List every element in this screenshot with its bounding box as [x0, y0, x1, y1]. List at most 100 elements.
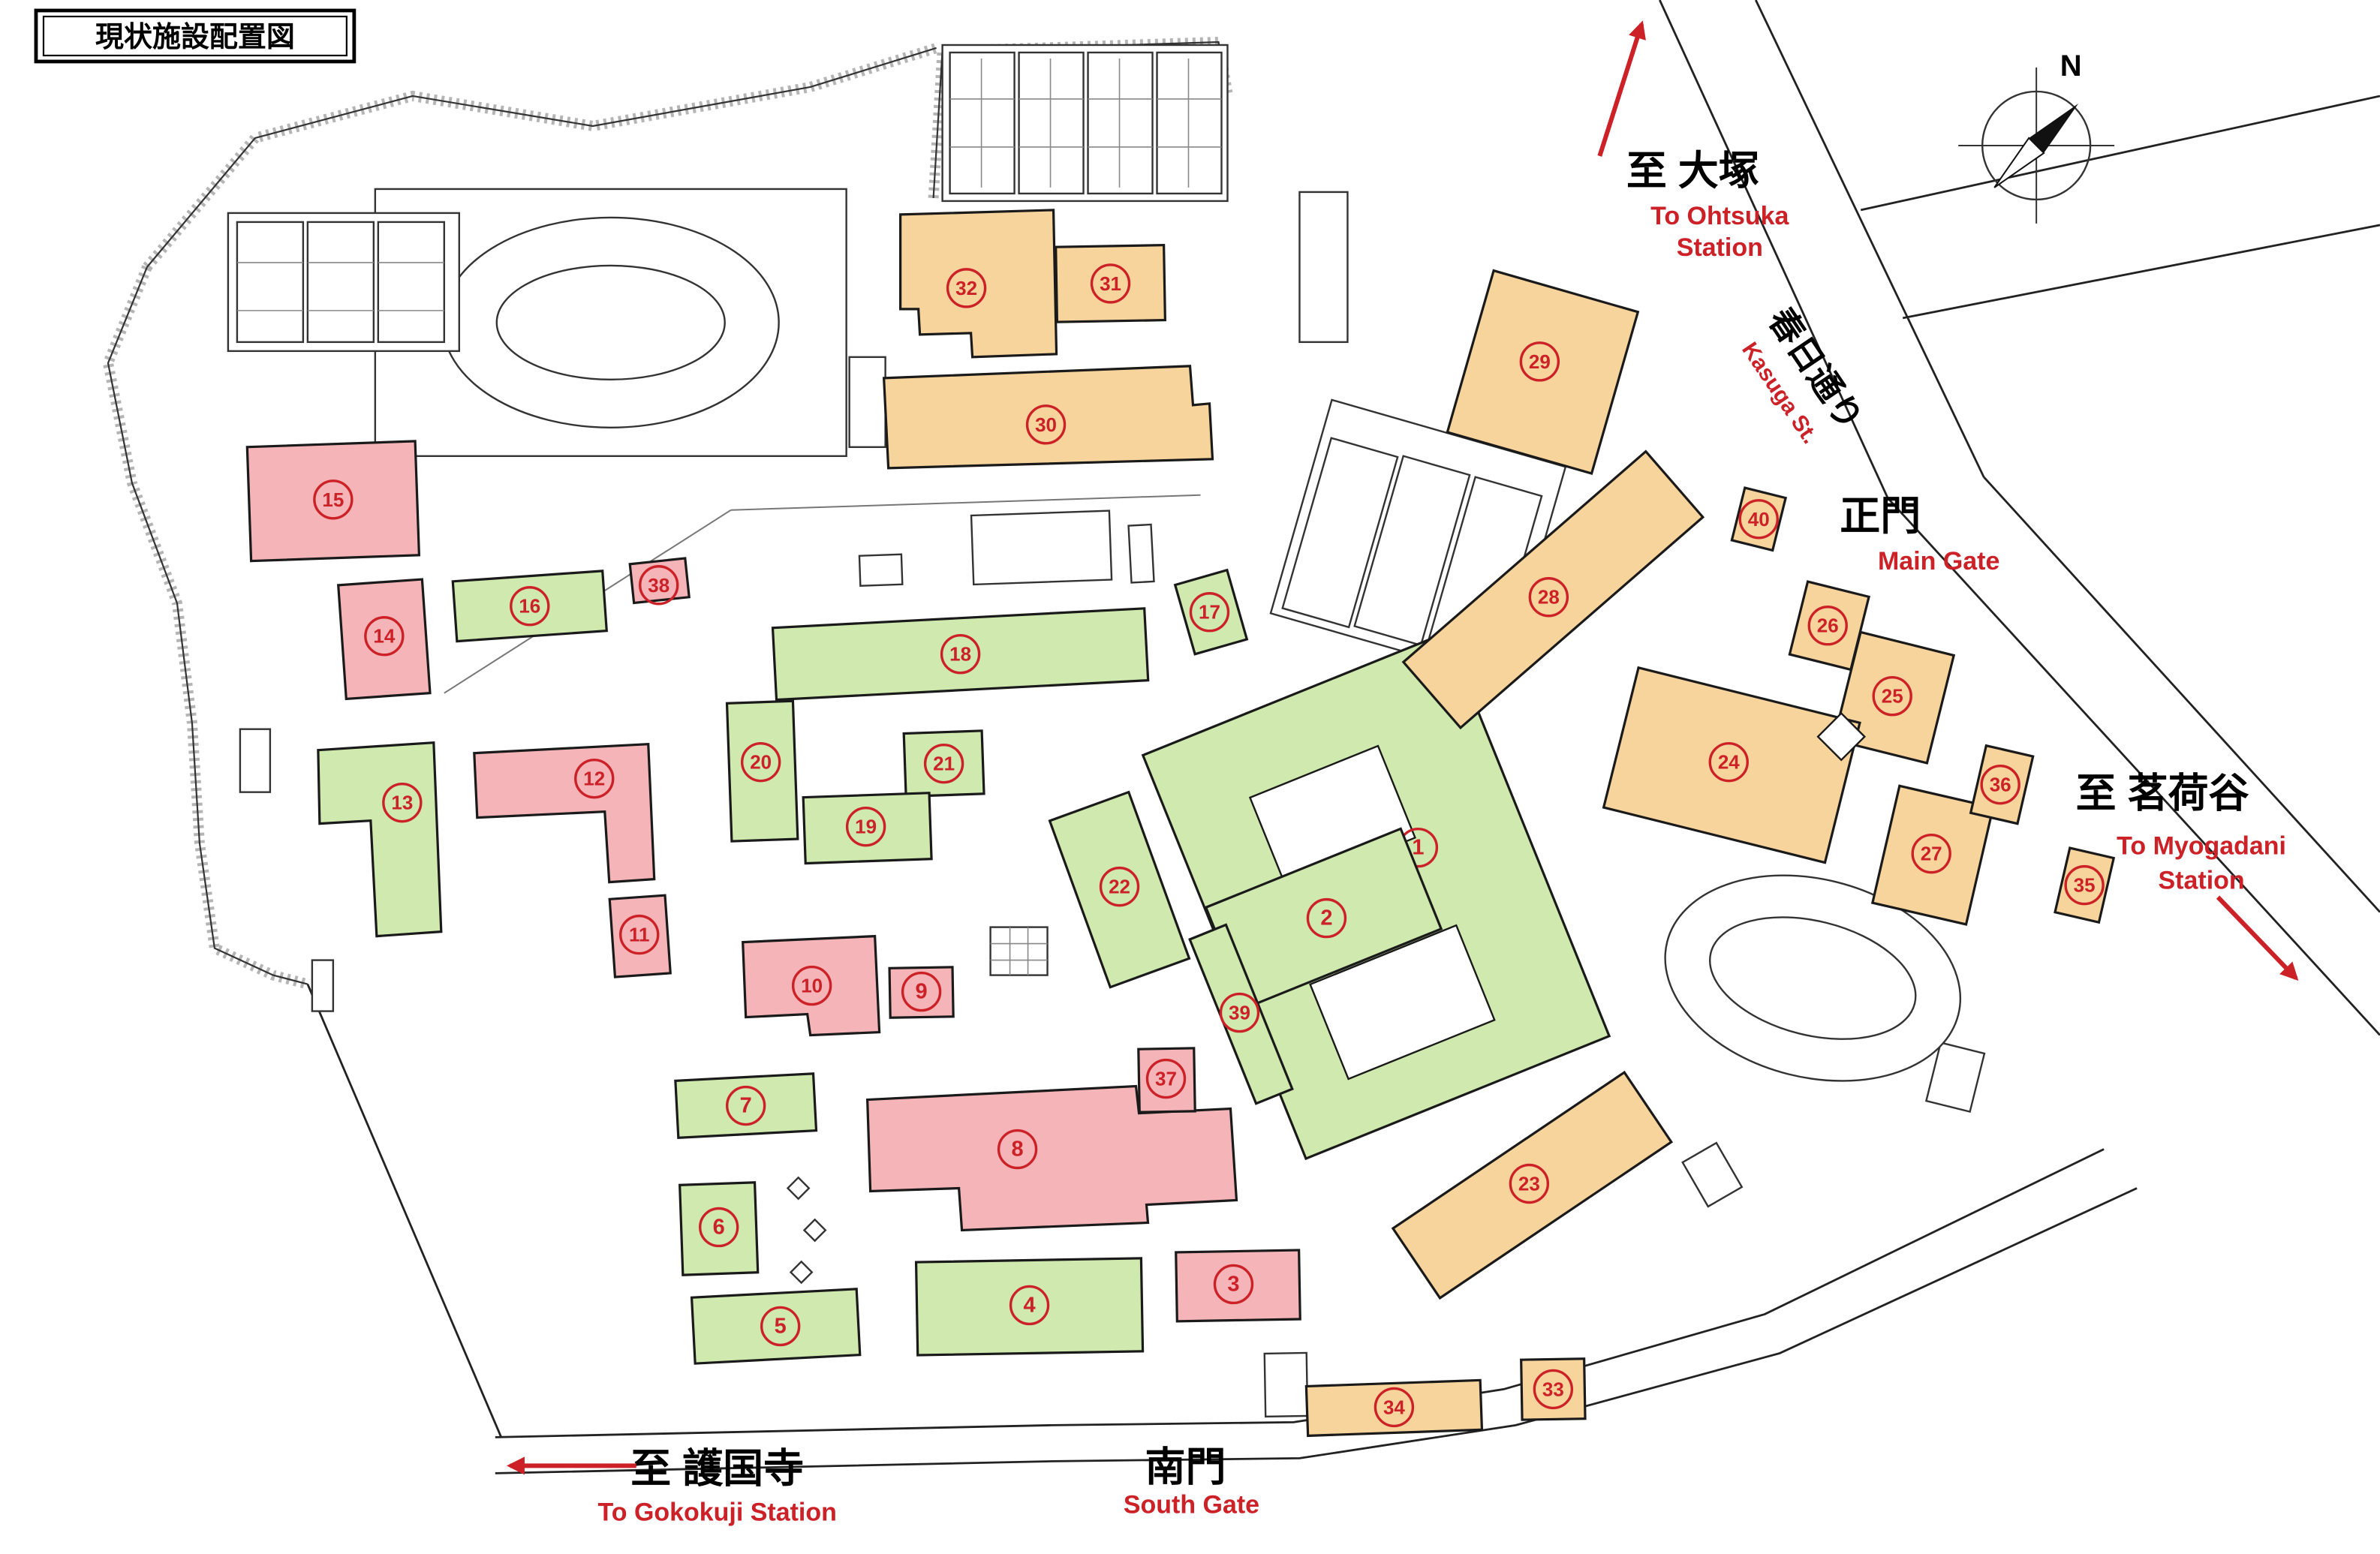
building-15-number: 15 — [322, 488, 344, 511]
tennis-court — [377, 221, 446, 344]
campus-boundary-west — [107, 266, 308, 985]
building-11-footprint — [608, 894, 672, 978]
building-22-number-circle — [1099, 866, 1140, 907]
building-17-footprint — [1173, 568, 1249, 656]
label-south-gate-jp: 南門 — [1145, 1444, 1226, 1489]
building-3-number-circle — [1213, 1264, 1254, 1305]
inner-road-1 — [730, 494, 1201, 511]
building-10: 10 — [742, 934, 881, 1037]
building-18-footprint — [771, 607, 1150, 702]
running-track-infield — [495, 264, 726, 381]
unnumbered-building — [848, 356, 886, 449]
map-title: 現状施設配置図 — [95, 22, 295, 53]
building-12-number-circle — [574, 758, 615, 799]
building-20-number-circle — [740, 741, 781, 783]
ne-side-street-1 — [1860, 95, 2380, 212]
building-4-number: 4 — [1024, 1293, 1036, 1317]
unnumbered-building — [1681, 1141, 1744, 1208]
tennis-court — [1156, 51, 1223, 195]
compass-needle-south — [1993, 137, 2045, 188]
building-18: 18 — [771, 607, 1150, 702]
building-27-number: 27 — [1921, 843, 1942, 865]
building-33-number-circle — [1533, 1369, 1574, 1410]
building-10-number-circle — [791, 965, 832, 1006]
building-25-footprint — [1832, 630, 1956, 765]
building-32-number-circle — [946, 268, 987, 308]
building-24-footprint — [1602, 666, 1861, 864]
building-15: 15 — [245, 440, 421, 563]
label-to-gokokuji-en: To Gokokuji Station — [598, 1498, 837, 1526]
building-16-number-circle — [510, 586, 550, 627]
building-24-number: 24 — [1718, 751, 1740, 774]
unnumbered-building — [1263, 1351, 1309, 1418]
sw-boundary — [306, 984, 503, 1438]
building-30-number: 30 — [1035, 413, 1057, 436]
building-32: 32 — [899, 209, 1058, 359]
building-25: 25 — [1832, 630, 1956, 765]
tennis-court — [306, 221, 375, 344]
building-8: 8 — [865, 1084, 1238, 1232]
kasuga-st-east-edge — [1754, 0, 1985, 478]
building-13-footprint — [317, 741, 443, 938]
label-main-gate-en: Main Gate — [1878, 547, 1999, 576]
building-6-footprint — [678, 1181, 760, 1276]
building-20-number: 20 — [750, 751, 772, 774]
building-36-footprint — [1969, 744, 2035, 825]
tennis-court — [949, 51, 1015, 195]
building-9-number-circle — [901, 971, 942, 1012]
building-38-footprint — [628, 557, 691, 605]
building-3-number: 3 — [1227, 1272, 1239, 1296]
building-11-number-circle — [619, 914, 660, 955]
label-main-gate-jp: 正門 — [1840, 494, 1921, 539]
building-24-courtyard — [1816, 711, 1867, 762]
tennis-court — [1018, 51, 1085, 195]
building-4: 4 — [914, 1257, 1145, 1357]
building-8-number-circle — [997, 1129, 1038, 1170]
building-37-number: 37 — [1155, 1068, 1177, 1090]
building-6-number-circle — [699, 1207, 739, 1248]
map-title-box-inner — [42, 15, 348, 57]
unnumbered-building — [1924, 1042, 1986, 1114]
label-to-myogadani-en-line1: To Myogadani — [2117, 832, 2286, 861]
map-base-structures — [227, 44, 1986, 1418]
building-10-footprint — [742, 934, 881, 1037]
building-39: 39 — [1188, 923, 1294, 1105]
building-5-number: 5 — [775, 1314, 787, 1338]
building-15-footprint — [245, 440, 421, 563]
building-30: 30 — [882, 365, 1214, 470]
label-to-ohtsuka-jp: 至 大塚 — [1626, 149, 1759, 194]
building-33: 33 — [1520, 1357, 1587, 1421]
map-title-box: 現状施設配置図 — [34, 8, 357, 64]
building-19-footprint — [802, 792, 933, 865]
building-16: 16 — [451, 570, 609, 643]
building-37: 37 — [1137, 1047, 1196, 1114]
building-31-number-circle — [1090, 263, 1131, 304]
building-35-number-circle — [2064, 864, 2105, 906]
building-34-number-circle — [1374, 1387, 1415, 1428]
unnumbered-building — [970, 509, 1113, 586]
label-to-myogadani-jp: 至 茗荷谷 — [2076, 771, 2249, 816]
building-8-footprint — [865, 1084, 1238, 1232]
building-13-number-circle — [382, 782, 423, 823]
direction-arrows — [506, 20, 2299, 1475]
east-road-west-edge — [1887, 497, 2380, 1036]
unnumbered-building — [1127, 523, 1155, 584]
label-south-gate-en: South Gate — [1124, 1490, 1259, 1519]
building-29-number-circle — [1519, 341, 1560, 382]
building-22: 22 — [1048, 790, 1191, 989]
building-22-footprint — [1048, 790, 1191, 989]
building-21: 21 — [902, 729, 985, 798]
plaza-grid — [989, 926, 1049, 976]
building-9-number: 9 — [916, 980, 928, 1004]
building-11-number: 11 — [629, 924, 649, 946]
tennis-court — [236, 221, 305, 344]
building-13: 13 — [317, 741, 443, 938]
building-36-number-circle — [1980, 764, 2020, 805]
building-1-number: 1 — [1412, 836, 1424, 860]
building-14-number: 14 — [373, 625, 395, 648]
label-to-myogadani-en-line2: Station — [2159, 867, 2245, 895]
building-12-footprint — [473, 743, 656, 884]
building-9: 9 — [888, 966, 955, 1019]
building-20-footprint — [725, 699, 799, 843]
building-3-footprint — [1175, 1249, 1301, 1323]
